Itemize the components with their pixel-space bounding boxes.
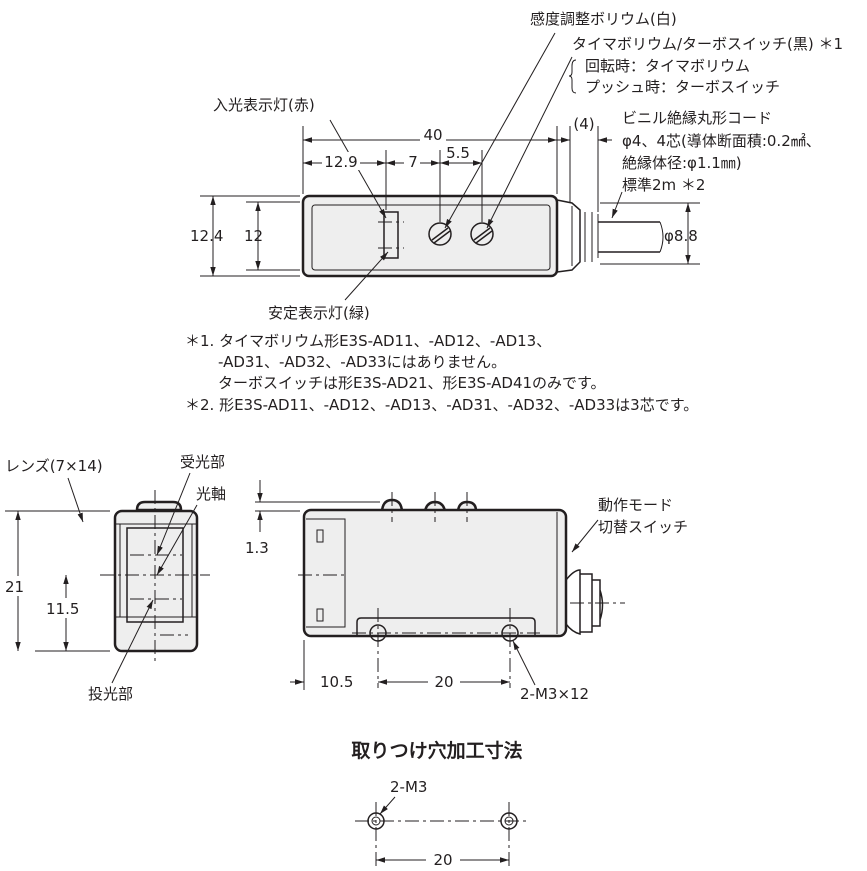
dim-7: 7	[408, 153, 418, 171]
dim-1-3: 1.3	[245, 539, 269, 557]
connector	[556, 199, 581, 273]
dim-12-4: 12.4	[190, 227, 223, 245]
sensor-body-top	[301, 194, 559, 278]
label-screw: 2-M3×12	[520, 685, 589, 703]
mounting-title: 取りつけ穴加工寸法	[351, 739, 522, 762]
front-view: 21 11.5 レンズ(7×14) 受光部 光軸 投光部	[2, 453, 226, 703]
label-push: プッシュ時：ターボスイッチ	[585, 78, 780, 96]
label-cable-3: 絶縁体径:φ1.1㎜)	[622, 154, 742, 172]
label-stable-light: 安定表示灯(緑)	[268, 304, 370, 322]
dim-10-5: 10.5	[320, 673, 353, 691]
label-mounting-screw: 2-M3	[390, 778, 427, 796]
label-timer-turbo: タイマボリウム/ターボスイッチ(黒) ＊1	[572, 35, 843, 53]
label-lens: レンズ(7×14)	[5, 457, 103, 475]
note-2: ＊2. 形E3S-AD11、-AD12、-AD13、-AD31、-AD32、-A…	[185, 396, 698, 414]
dim-20: 20	[434, 673, 453, 691]
note-1-cont2: ターボスイッチは形E3S-AD21、形E3S-AD41のみです。	[218, 374, 606, 392]
label-cable-4: 標準2m ＊2	[622, 176, 705, 194]
label-mode-switch-1: 動作モード	[598, 496, 673, 514]
sensor-body-front	[113, 509, 199, 653]
top-view: 40 (4) 12.9 7 5.5 12.4 12 φ8.8 感度調整ボリウム(…	[190, 10, 843, 322]
dim-width: 40	[423, 126, 442, 144]
dim-5-5: 5.5	[446, 144, 470, 162]
side-view: 1.3 10.5 20 2-M3×12 動作モード 切替スイッチ	[245, 480, 688, 703]
label-rotate: 回転時：タイマボリウム	[585, 57, 750, 75]
dim-21: 21	[5, 578, 24, 596]
label-mode-switch-2: 切替スイッチ	[598, 518, 688, 536]
label-receiver: 受光部	[180, 453, 225, 471]
sensor-body-side	[302, 508, 568, 638]
indicator-lights	[383, 211, 399, 259]
timer-knob	[470, 222, 494, 246]
label-optical-axis: 光軸	[196, 485, 226, 503]
label-sensitivity-volume: 感度調整ボリウム(白)	[530, 10, 677, 28]
cable	[598, 221, 660, 253]
mounting-holes: 取りつけ穴加工寸法 2-M3 20	[351, 739, 530, 869]
dim-12-9: 12.9	[324, 153, 357, 171]
dim-hole-pitch: 20	[433, 851, 452, 869]
note-1: ＊1. タイマボリウム形E3S-AD11、-AD12、-AD13、	[185, 332, 551, 350]
mount-slot	[356, 617, 536, 636]
label-cable-1: ビニル絶縁丸形コード	[622, 109, 772, 127]
dim-cable-dia: φ8.8	[664, 227, 698, 245]
notes: ＊1. タイマボリウム形E3S-AD11、-AD12、-AD13、 -AD31、…	[185, 332, 698, 414]
dim-connector: (4)	[573, 115, 594, 133]
label-incident-light: 入光表示灯(赤)	[213, 96, 315, 114]
sensitivity-knob	[428, 222, 452, 246]
label-emitter: 投光部	[88, 685, 133, 703]
label-cable-2: φ4、4芯(導体断面積:0.2㎟、	[622, 132, 821, 150]
note-1-cont: -AD31、-AD32、-AD33にはありません。	[218, 353, 506, 371]
dim-12: 12	[244, 227, 263, 245]
dim-11-5: 11.5	[46, 600, 79, 618]
